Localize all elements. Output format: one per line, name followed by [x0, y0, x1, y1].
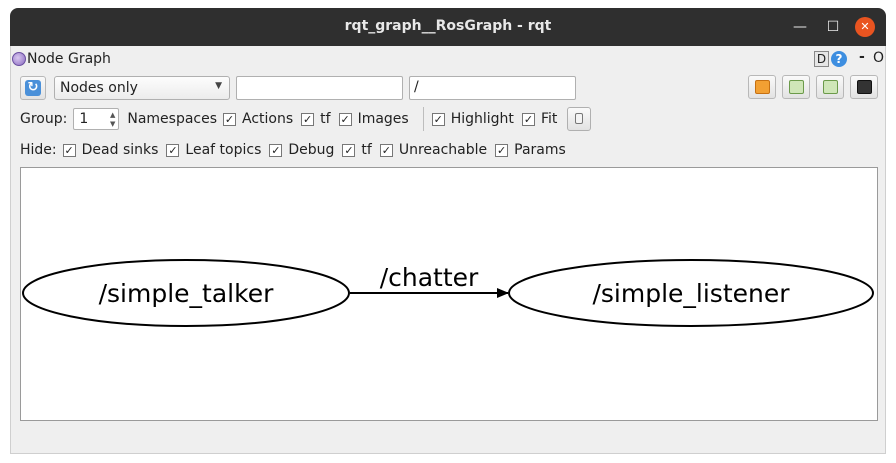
node-filter-input[interactable]	[236, 76, 403, 100]
window-minimize-button[interactable]: —	[793, 19, 807, 35]
save-svg-icon	[823, 80, 838, 94]
check-icon: ✓	[166, 143, 180, 157]
graph-svg: /simple_talker /chatter /simple_listener	[22, 259, 874, 327]
params-label: Params	[514, 142, 566, 158]
unreachable-checkbox[interactable]: ✓ Unreachable	[379, 142, 488, 158]
check-icon: ✓	[269, 143, 283, 157]
graph-node[interactable]: /simple_talker	[22, 259, 350, 327]
refresh-graph-button[interactable]: ↻	[20, 76, 46, 100]
dock-titlebar: Node Graph D ? - O	[11, 48, 887, 70]
dead-sinks-label: Dead sinks	[81, 142, 159, 158]
spin-up-icon[interactable]: ▲	[109, 111, 116, 119]
dock-title: Node Graph	[27, 51, 111, 67]
debug-label: Debug	[288, 142, 335, 158]
check-icon: ✓	[62, 143, 76, 157]
actions-label: Actions	[242, 111, 294, 127]
fit-label: Fit	[540, 111, 558, 127]
node-label: /simple_talker	[99, 279, 274, 308]
graph-mode-value: Nodes only	[60, 80, 138, 96]
tf-group-checkbox[interactable]: ✓ tf	[301, 111, 331, 127]
save-svg-button[interactable]	[816, 75, 844, 99]
graph-edge[interactable]: /chatter	[350, 263, 509, 298]
group-spinbox[interactable]: 1 ▲ ▼	[73, 108, 120, 130]
help-icon[interactable]: ?	[831, 51, 847, 67]
save-dot-icon	[789, 80, 804, 94]
check-icon: ✓	[379, 143, 393, 157]
group-value: 1	[79, 111, 89, 127]
actions-checkbox[interactable]: ✓ Actions	[223, 111, 293, 127]
check-icon: ✓	[431, 112, 445, 126]
hide-tf-label: tf	[361, 142, 372, 158]
dead-sinks-checkbox[interactable]: ✓ Dead sinks	[62, 142, 159, 158]
fit-in-view-button[interactable]	[567, 107, 592, 131]
leaf-topics-label: Leaf topics	[185, 142, 262, 158]
load-dot-button[interactable]	[748, 75, 776, 99]
save-image-icon	[857, 80, 872, 94]
node-ellipse	[22, 259, 350, 327]
check-icon: ✓	[495, 143, 509, 157]
dock-close-button[interactable]: O	[873, 50, 885, 66]
graph-canvas[interactable]: /simple_talker /chatter /simple_listener	[20, 167, 878, 421]
window-close-button[interactable]: ✕	[855, 17, 875, 37]
rqt-graph-plugin-icon	[12, 52, 26, 66]
namespaces-label: Namespaces	[127, 111, 218, 127]
toolbar-separator	[422, 107, 424, 131]
check-icon: ✓	[338, 112, 352, 126]
node-label: /simple_listener	[592, 279, 790, 308]
window-title: rqt_graph__RosGraph - rqt	[344, 18, 552, 34]
window-titlebar: rqt_graph__RosGraph - rqt — ☐ ✕	[10, 8, 886, 46]
folder-open-icon	[755, 80, 770, 94]
images-checkbox[interactable]: ✓ Images	[338, 111, 409, 127]
dock-d-button[interactable]: D	[814, 51, 829, 67]
save-dot-button[interactable]	[782, 75, 810, 99]
graph-mode-select[interactable]: Nodes only ▼	[54, 76, 230, 100]
check-icon: ✓	[342, 143, 356, 157]
highlight-checkbox[interactable]: ✓ Highlight	[431, 111, 514, 127]
rqt-window: Node Graph D ? - O ↻ Nodes only ▼ / Grou…	[10, 46, 886, 454]
node-ellipse	[508, 259, 874, 327]
params-checkbox[interactable]: ✓ Params	[495, 142, 566, 158]
group-label: Group:	[20, 111, 68, 127]
dock-minimize-button[interactable]: -	[859, 49, 865, 65]
chevron-down-icon: ▼	[215, 81, 222, 91]
highlight-label: Highlight	[450, 111, 514, 127]
check-icon: ✓	[301, 112, 315, 126]
check-icon: ✓	[521, 112, 535, 126]
graph-node[interactable]: /simple_listener	[508, 259, 874, 327]
window-maximize-button[interactable]: ☐	[826, 19, 840, 35]
hide-row: Hide: ✓ Dead sinks ✓ Leaf topics ✓ Debug…	[20, 139, 574, 161]
save-image-button[interactable]	[850, 75, 878, 99]
spin-down-icon[interactable]: ▼	[109, 120, 116, 128]
check-icon: ✓	[223, 112, 237, 126]
tf-group-label: tf	[320, 111, 331, 127]
unreachable-label: Unreachable	[398, 142, 488, 158]
hide-label: Hide:	[20, 142, 57, 158]
edge-label: /chatter	[380, 263, 479, 292]
hide-tf-checkbox[interactable]: ✓ tf	[342, 142, 372, 158]
fit-checkbox[interactable]: ✓ Fit	[521, 111, 558, 127]
debug-checkbox[interactable]: ✓ Debug	[269, 142, 334, 158]
topic-filter-input[interactable]: /	[409, 76, 576, 100]
fit-view-icon	[575, 113, 584, 124]
options-row: Group: 1 ▲ ▼ Namespaces ✓ Actions ✓ tf ✓…	[20, 107, 592, 131]
refresh-icon: ↻	[25, 80, 41, 96]
leaf-topics-checkbox[interactable]: ✓ Leaf topics	[166, 142, 261, 158]
images-label: Images	[357, 111, 409, 127]
